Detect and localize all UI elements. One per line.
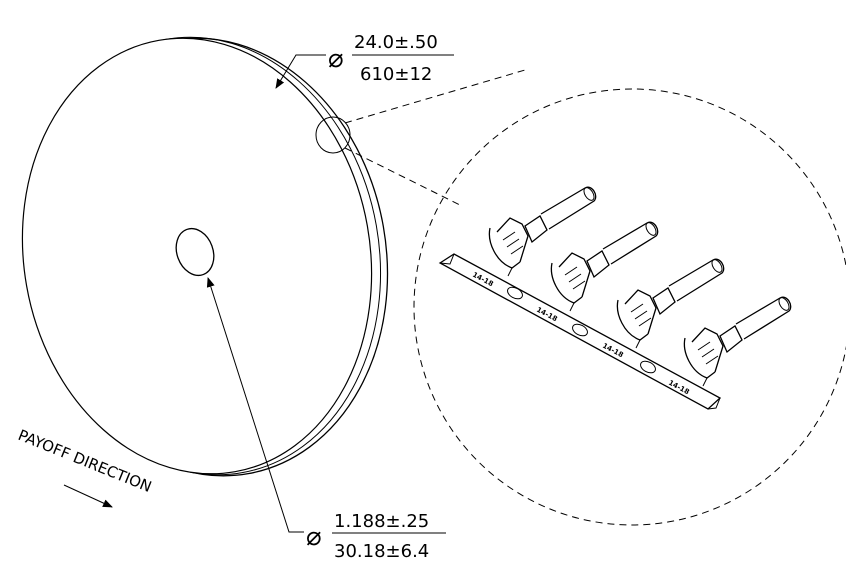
reel	[21, 36, 389, 477]
pilot-hole	[507, 286, 523, 300]
terminal	[488, 186, 597, 277]
detail-view-circle	[413, 88, 846, 526]
outer-diameter-inch: 24.0±.50	[354, 32, 438, 53]
terminal	[683, 296, 792, 387]
terminal	[616, 258, 725, 349]
reel-center-hole	[175, 227, 215, 277]
bore-diameter-mm: 30.18±6.4	[334, 541, 429, 562]
pilot-hole	[572, 323, 588, 337]
bore-diameter-symbol: ⌀	[306, 522, 322, 552]
outer-diameter-symbol: ⌀	[328, 44, 344, 74]
detail-marker-circle	[315, 116, 351, 154]
outer-diameter-mm: 610±12	[360, 64, 432, 85]
bore-diameter-dimension: ⌀ 1.188±.25 30.18±6.4	[206, 277, 446, 562]
reel-front-flange	[21, 37, 373, 475]
terminal-strip-detail: 14-18 14-18 14-18 14-18	[438, 186, 792, 410]
terminal	[550, 221, 659, 312]
detail-callout	[315, 69, 846, 526]
payoff-direction-arrow	[63, 484, 113, 508]
pilot-hole	[640, 360, 656, 374]
outer-diameter-dimension: ⌀ 24.0±.50 610±12	[275, 32, 454, 89]
bore-diameter-inch: 1.188±.25	[334, 511, 429, 532]
